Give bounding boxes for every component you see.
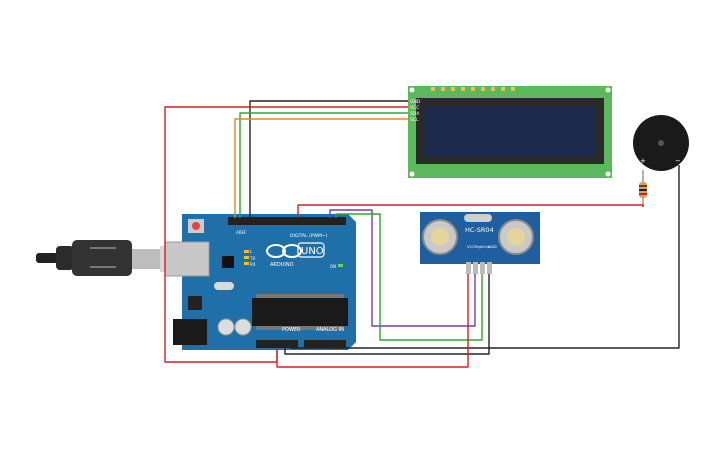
ultrasonic-sensor: HC-SR04 VCC Trig Echo GND [420,212,540,274]
resistor [639,170,647,207]
sensor-pin-trig: Trig [473,244,481,249]
buzzer: + − [633,115,689,171]
arduino-brand: ARDUINO [270,262,294,268]
usb-chip [222,256,234,268]
lcd-display: GND VCC SDA SCL [408,86,612,178]
digital-label: DIGITAL (PWM~) [290,233,328,239]
lcd-pin-sda: SDA [410,111,420,117]
aref-label: AREF [236,230,247,235]
arduino-logo-icon [266,244,286,258]
wire-lcd-gnd [249,100,408,218]
arduino-board: ARDUINO UNO DIGITAL (PWM~) AREF TX RX L … [164,214,356,350]
analog-label: ANALOG IN [316,327,344,333]
wire-lcd-scl [234,118,408,218]
rx-label: RX [250,262,256,267]
power-label: POWER [282,327,301,333]
arduino-model: UNO [301,246,324,257]
lcd-pin-scl: SCL [410,117,419,123]
wires [164,100,680,368]
sensor-pin-gnd: GND [488,244,497,249]
sensor-pin-echo: Echo [481,244,491,249]
buzzer-minus-label: − [675,157,681,165]
atmega-chip [252,298,348,326]
analog-header[interactable] [304,340,346,348]
lcd-pin-gnd: GND [410,99,421,105]
wire-buzzer-gnd [290,165,680,349]
lcd-pin-vcc: VCC [410,105,419,111]
digital-header[interactable] [228,217,346,225]
tx-label: TX [249,256,255,261]
l-label: L [250,249,253,254]
lcd-screen [424,106,596,156]
sensor-pin-vcc: VCC [467,244,475,249]
sensor-label: HC-SR04 [465,226,494,234]
usb-cable [36,240,182,276]
reset-button-icon[interactable] [192,222,200,230]
wire-lcd-sda [239,112,408,218]
wire-buzzer-plus [297,204,644,218]
wire-sensor-vcc [276,274,469,368]
on-label: ON [330,264,336,269]
wire-sensor-gnd [284,274,490,355]
wire-sensor-trig [329,209,476,327]
power-header[interactable] [256,340,298,348]
wire-sensor-echo [335,213,483,341]
buzzer-plus-label: + [640,157,646,165]
